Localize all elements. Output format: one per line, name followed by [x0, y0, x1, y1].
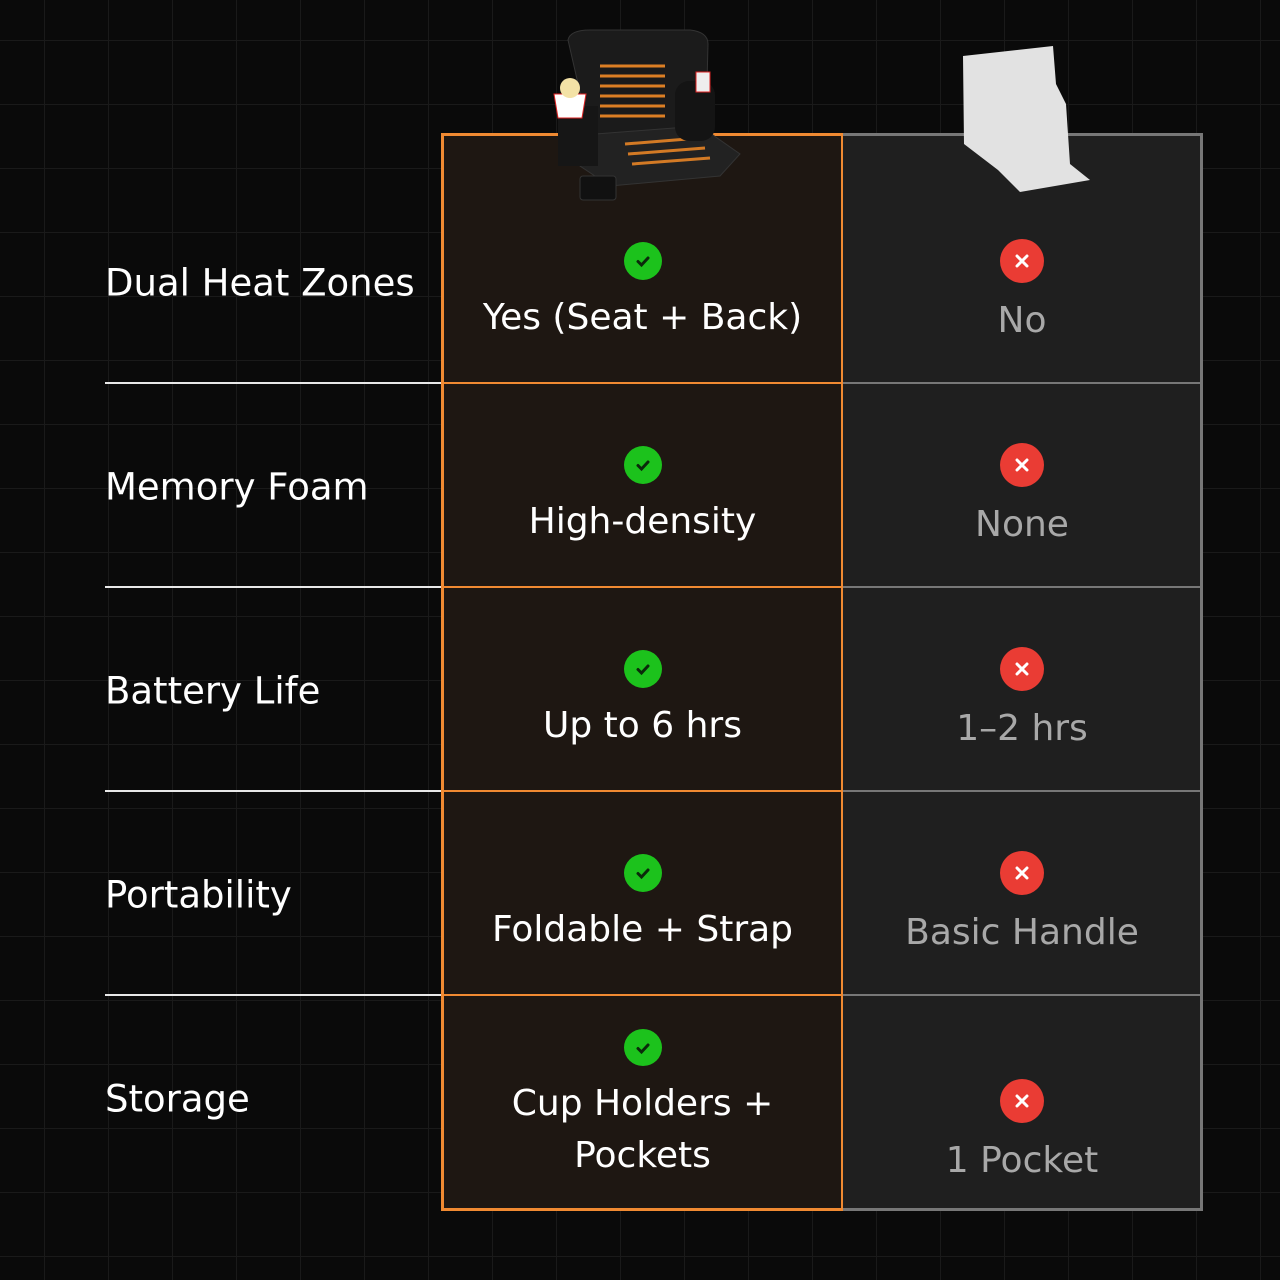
our-feature-cell: High-density	[444, 417, 841, 577]
check-icon	[623, 1029, 662, 1066]
our-feature-cell: Up to 6 hrs	[444, 621, 841, 781]
competitor-feature-cell: Basic Handle	[844, 825, 1200, 985]
our-feature-cell: Foldable + Strap	[444, 825, 841, 985]
check-icon	[623, 650, 662, 688]
our-feature-cell: Yes (Seat + Back)	[444, 213, 841, 373]
feature-label: Battery Life	[105, 669, 321, 713]
competitor-feature-value: 1–2 hrs	[956, 708, 1088, 749]
competitor-feature-cell: 1 Pocket	[844, 1053, 1200, 1213]
our-feature-value: Up to 6 hrs	[543, 705, 742, 746]
row-divider	[441, 994, 844, 996]
competitor-seat-silhouette	[963, 46, 1090, 192]
heated-seat-product-image	[553, 29, 741, 201]
competitor-feature-value: No	[997, 300, 1047, 341]
feature-label: Memory Foam	[105, 465, 369, 509]
feature-label: Portability	[105, 873, 292, 917]
our-feature-cell: Cup Holders + Pockets	[444, 1029, 841, 1182]
competitor-feature-cell: No	[844, 213, 1200, 373]
competitor-feature-cell: None	[844, 417, 1200, 577]
row-divider	[105, 586, 441, 588]
cross-icon	[1000, 1079, 1044, 1123]
competitor-feature-value: Basic Handle	[905, 912, 1139, 953]
feature-label: Storage	[105, 1077, 250, 1121]
row-divider	[105, 994, 441, 996]
row-divider	[843, 586, 1203, 588]
row-divider	[843, 382, 1203, 384]
cross-icon	[1000, 443, 1044, 487]
row-divider	[105, 382, 441, 384]
our-feature-value: Yes (Seat + Back)	[482, 297, 803, 338]
row-divider	[441, 790, 844, 792]
competitor-feature-value: 1 Pocket	[945, 1140, 1099, 1181]
our-feature-value: High-density	[528, 501, 757, 542]
competitor-feature-cell: 1–2 hrs	[844, 621, 1200, 781]
competitor-feature-value: None	[975, 504, 1069, 545]
row-divider	[441, 586, 844, 588]
feature-label: Dual Heat Zones	[105, 261, 415, 305]
row-divider	[843, 994, 1203, 996]
check-icon	[623, 446, 662, 484]
check-icon	[623, 854, 662, 892]
our-feature-value: Foldable + Strap	[491, 909, 794, 950]
cross-icon	[1000, 851, 1044, 895]
check-icon	[623, 242, 662, 280]
cross-icon	[1000, 647, 1044, 691]
our-feature-value: Cup Holders + Pockets	[511, 1083, 774, 1176]
row-divider	[441, 382, 844, 384]
cross-icon	[1000, 239, 1044, 283]
row-divider	[843, 790, 1203, 792]
row-divider	[105, 790, 441, 792]
